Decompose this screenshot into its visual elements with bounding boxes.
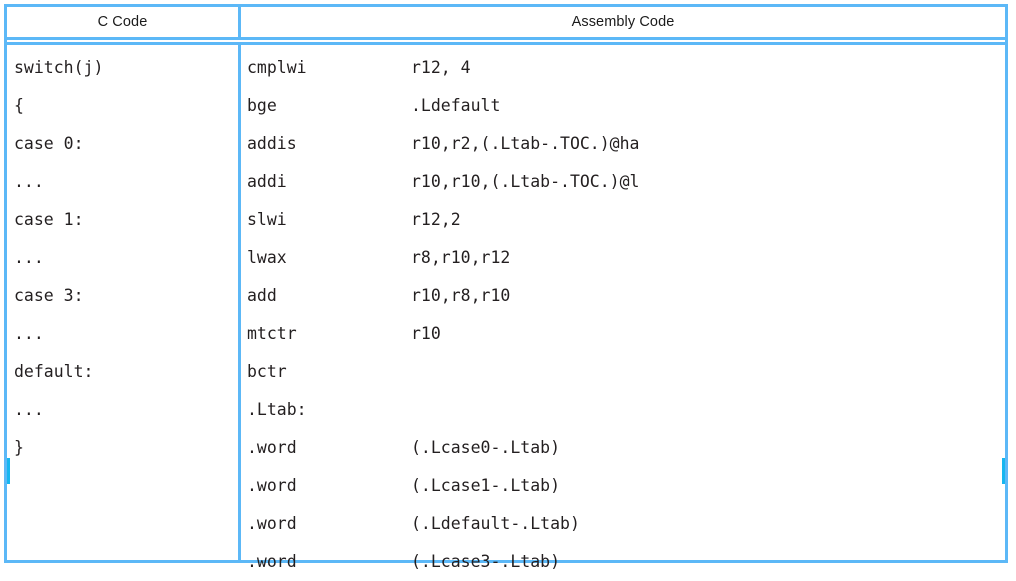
assembly-code-line: cmplwi r12, 4: [241, 49, 1005, 87]
c-code-line: ...: [14, 400, 44, 419]
assembly-mnemonic: addis: [247, 134, 297, 153]
assembly-code-line: add r10,r8,r10: [241, 277, 1005, 315]
c-code-line: ...: [14, 172, 44, 191]
assembly-operand: r10: [411, 324, 441, 343]
assembly-code-line: .word (.Ldefault-.Ltab): [241, 505, 1005, 543]
left-border-artifact: [7, 458, 10, 484]
assembly-operand: .Ldefault: [411, 96, 501, 115]
assembly-code-line: mtctr r10: [241, 315, 1005, 353]
assembly-operand: r12, 4: [411, 58, 471, 77]
c-code-line: case 1:: [14, 210, 84, 229]
assembly-mnemonic: add: [247, 286, 277, 305]
c-code-line: {: [14, 96, 24, 115]
assembly-operand: r10,r8,r10: [411, 286, 511, 305]
assembly-code-line: addi r10,r10,(.Ltab-.TOC.)@l: [241, 163, 1005, 201]
assembly-mnemonic: bctr: [247, 362, 287, 381]
header-rule-inner: [7, 42, 1005, 45]
assembly-operand: (.Ldefault-.Ltab): [411, 514, 580, 533]
c-code-line: case 3:: [14, 286, 84, 305]
assembly-code-line: .Ltab:: [241, 391, 1005, 429]
assembly-code-line: addis r10,r2,(.Ltab-.TOC.)@ha: [241, 125, 1005, 163]
assembly-mnemonic: .word: [247, 438, 297, 457]
assembly-operand: r8,r10,r12: [411, 248, 511, 267]
c-code-line: switch(j): [14, 58, 104, 77]
table-header-row: C Code Assembly Code: [7, 7, 1005, 37]
assembly-operand: (.Lcase0-.Ltab): [411, 438, 561, 457]
assembly-code-line: .word (.Lcase3-.Ltab): [241, 543, 1005, 581]
assembly-operand: r10,r10,(.Ltab-.TOC.)@l: [411, 172, 640, 191]
assembly-mnemonic: addi: [247, 172, 287, 191]
assembly-code-line: bge .Ldefault: [241, 87, 1005, 125]
assembly-operand: (.Lcase1-.Ltab): [411, 476, 561, 495]
c-to-assembly-comparison-table: C Code Assembly Code switch(j) { case 0:..…: [4, 4, 1008, 571]
assembly-code-line: bctr: [241, 353, 1005, 391]
assembly-code-line: .word (.Lcase1-.Ltab): [241, 467, 1005, 505]
assembly-code-line: lwax r8,r10,r12: [241, 239, 1005, 277]
c-code-line: ...: [14, 248, 44, 267]
header-rule-gap: [7, 40, 1005, 42]
assembly-mnemonic: .word: [247, 552, 297, 571]
assembly-mnemonic: .word: [247, 514, 297, 533]
column-header-assembly-code: Assembly Code: [571, 14, 675, 30]
assembly-mnemonic: slwi: [247, 210, 287, 229]
assembly-mnemonic: bge: [247, 96, 277, 115]
assembly-operand: r12,2: [411, 210, 461, 229]
table-body: switch(j) { case 0:... case 1:... case 3:...…: [7, 45, 1005, 571]
assembly-operand: r10,r2,(.Ltab-.TOC.)@ha: [411, 134, 640, 153]
assembly-code-column: cmplwi r12, 4 bge .Ldefault addis r10,r2,(.Lt…: [241, 45, 1005, 571]
right-border-artifact: [1002, 458, 1005, 484]
assembly-code-line: .word (.Lcase0-.Ltab): [241, 429, 1005, 467]
assembly-mnemonic: mtctr: [247, 324, 297, 343]
c-code-line: ...: [14, 324, 44, 343]
assembly-code-line: slwi r12,2: [241, 201, 1005, 239]
assembly-mnemonic: cmplwi: [247, 58, 307, 77]
assembly-mnemonic: lwax: [247, 248, 287, 267]
c-code-column: switch(j) { case 0:... case 1:... case 3:...…: [7, 45, 241, 563]
column-header-c-code: C Code: [7, 7, 241, 37]
c-code-line: default:: [14, 362, 94, 381]
assembly-mnemonic: .word: [247, 476, 297, 495]
assembly-mnemonic: .Ltab:: [247, 400, 307, 419]
assembly-operand: (.Lcase3-.Ltab): [411, 552, 561, 571]
c-code-line: case 0:: [14, 134, 84, 153]
c-code-line: }: [14, 438, 24, 457]
header-rule-outer: [7, 37, 1005, 40]
